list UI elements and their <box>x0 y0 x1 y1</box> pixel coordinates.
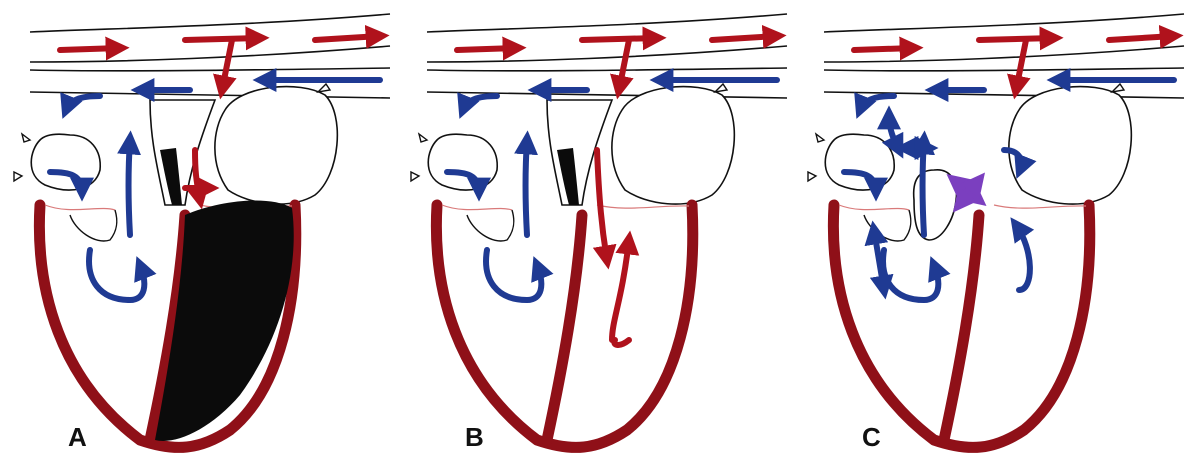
aorta-flow-arrow <box>457 48 517 50</box>
heart-illustration <box>397 0 794 455</box>
great-vessels <box>30 14 390 98</box>
ductus-flow-arrow <box>619 40 629 90</box>
panel-label: A <box>68 424 87 450</box>
right-ventricle-inflow <box>864 210 911 241</box>
lv-loop <box>614 340 629 345</box>
pulmonary-artery-upper-wall <box>824 68 1184 71</box>
interventricular-septum <box>944 215 979 440</box>
aorta-flow-arrow <box>315 36 380 40</box>
rv-flow-arrow <box>883 250 938 300</box>
rv-flow-arrow <box>89 250 144 300</box>
panel-c: C <box>794 0 1191 455</box>
ductus-flow-arrow <box>1016 40 1026 90</box>
lv-flow-arrow <box>1016 225 1030 290</box>
lv-inflow-arrow <box>597 150 607 260</box>
interventricular-septum <box>547 215 582 440</box>
pulmonary-vein-stub <box>318 84 330 92</box>
pulmonary-flow-arrow <box>66 96 100 110</box>
right-atrium <box>428 134 497 190</box>
left-atrium <box>215 87 337 204</box>
heart-illustration <box>794 0 1191 455</box>
panel-a: A <box>0 0 397 455</box>
aorta-upper-wall <box>427 14 787 32</box>
panel-label: B <box>465 424 484 450</box>
right-ventricle-inflow <box>467 210 514 241</box>
left-atrium <box>1009 87 1131 204</box>
right-atrium <box>825 134 894 190</box>
aorta-flow-arrow <box>854 48 914 50</box>
great-vessels <box>824 14 1184 98</box>
hypoplastic-left-ventricle <box>155 201 294 441</box>
rv-outflow-arrow <box>526 140 528 235</box>
panel-label: C <box>862 424 881 450</box>
aorta-flow-arrow <box>979 38 1054 40</box>
pulmonary-vein-stub <box>715 84 727 92</box>
pulmonary-trunk <box>547 100 612 205</box>
right-atrium <box>31 134 100 190</box>
rv-flow-arrow <box>486 250 541 300</box>
aorta-upper-wall <box>824 14 1184 32</box>
av-valve-plane <box>839 205 1086 210</box>
aorta-flow-arrow <box>712 36 777 40</box>
pulmonary-flow-arrow <box>463 96 497 110</box>
vena-cava-stubs <box>411 134 427 181</box>
ductus-flow-arrow <box>222 40 232 90</box>
pulmonary-vein-stub <box>1112 84 1124 92</box>
mixing-arrow <box>889 115 899 150</box>
pulmonary-artery-upper-wall <box>427 68 787 71</box>
retrograde-flow-arrow <box>195 150 200 200</box>
great-vessels <box>427 14 787 98</box>
panel-b: B <box>397 0 794 455</box>
aorta-upper-wall <box>30 14 390 32</box>
pulmonary-flow-arrow <box>860 96 894 110</box>
vena-cava-stubs <box>808 134 824 181</box>
vena-cava-stubs <box>14 134 30 181</box>
aorta-flow-arrow <box>60 48 120 50</box>
aorta-flow-arrow <box>185 38 260 40</box>
pulmonary-artery-upper-wall <box>30 68 390 71</box>
rv-outflow-arrow <box>923 140 925 235</box>
right-ventricle-inflow <box>70 210 117 241</box>
rv-outflow-arrow <box>129 140 131 235</box>
lv-outflow-arrow <box>612 240 629 340</box>
aorta-flow-arrow <box>1109 36 1174 40</box>
heart-illustration <box>0 0 397 455</box>
left-atrium <box>612 87 734 204</box>
aorta-flow-arrow <box>582 38 657 40</box>
